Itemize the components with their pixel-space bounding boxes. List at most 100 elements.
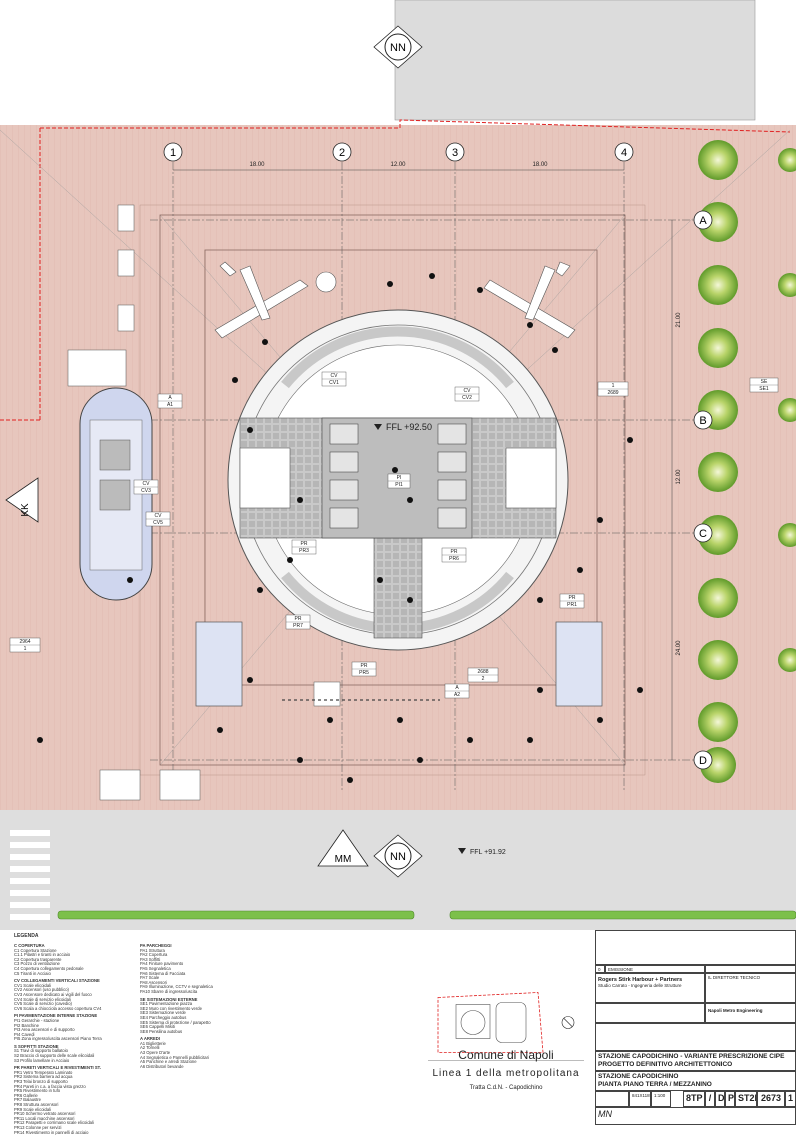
pavilion-right xyxy=(555,621,603,707)
svg-text:2: 2 xyxy=(339,147,345,159)
grid-col-3: 3 xyxy=(445,142,465,162)
svg-text:4: 4 xyxy=(621,147,627,159)
legend-group-head: S SOFFITTI STAZIONE xyxy=(14,1043,59,1049)
svg-text:1: 1 xyxy=(170,147,176,159)
revision-grid xyxy=(595,930,796,965)
drawing-title-1: STAZIONE CAPODICHINO xyxy=(598,1073,679,1080)
code-3: D xyxy=(715,1091,725,1107)
svg-text:CV: CV xyxy=(331,373,339,379)
grid-row-b: B xyxy=(693,410,713,430)
grid-col-1: 1 xyxy=(163,142,183,162)
legend-item: PA4 Finiture pavimento xyxy=(140,961,184,967)
svg-text:PR: PR xyxy=(301,541,308,547)
legend-item: SE2 Muro con rivestimento verde xyxy=(140,1005,202,1011)
svg-text:24.00: 24.00 xyxy=(676,640,682,656)
title-block: 0 EMISSIONE Rogers Stirk Harbour + Partn… xyxy=(595,930,796,1125)
svg-text:FFL +91.92: FFL +91.92 xyxy=(470,849,506,856)
legend-item: PR11 Locali macchine ascensori xyxy=(14,1115,75,1121)
grid-col-4: 4 xyxy=(614,142,634,162)
north-arrow-top: NN xyxy=(373,25,423,69)
svg-text:SE: SE xyxy=(761,379,768,385)
svg-text:PI: PI xyxy=(397,475,402,481)
legend-item: PA3 Soffitti xyxy=(140,956,161,962)
legend-item: PR6 Gallerie xyxy=(14,1092,38,1098)
svg-text:1: 1 xyxy=(24,646,27,652)
sheet-size: 841X1189mm xyxy=(629,1091,651,1107)
legend-item: PA9 Illuminazione, CCTV e segnaletica xyxy=(140,984,213,990)
legend-item: A4 Segnaletica e Pannelli pubblicitari xyxy=(140,1054,209,1060)
hedge-left xyxy=(57,910,415,920)
legend-item: CV6 Scala a chiocciola accesso copertura… xyxy=(14,1005,102,1011)
code-1: 8TP xyxy=(683,1091,705,1107)
svg-text:CV: CV xyxy=(143,481,151,487)
service-blocks xyxy=(67,204,341,801)
director-block: IL DIRETTORE TECNICO xyxy=(705,973,796,1003)
svg-text:NN: NN xyxy=(390,851,406,863)
legend-item: A3 Opere D'arte xyxy=(140,1050,171,1056)
legend-item: PR10 Schermo vetrato ascensori xyxy=(14,1111,76,1117)
legend-item: SE5 Sistema di protezione / parapetto xyxy=(140,1019,211,1025)
legend-item: PA10 Sbarre di ingresso/uscita xyxy=(140,988,198,994)
legend-group-head: C COPERTURA xyxy=(14,943,45,948)
code-7: 1 xyxy=(785,1091,796,1107)
legend-item: S3 Profilo lamellare in Acciaio xyxy=(14,1057,70,1063)
legend-item: C4 Copertura collegamento pedonale xyxy=(14,965,84,971)
city-name: Comune di Napoli xyxy=(458,1048,554,1062)
svg-text:PI1: PI1 xyxy=(395,482,403,488)
legend-group-head: CV COLLEGAMENTI VERTICALI STAZIONE xyxy=(14,978,100,984)
legend-item: CV2 Ascensori (uso pubblico) xyxy=(14,987,69,993)
aircraft-sculpture-right xyxy=(483,261,576,339)
code-2: / xyxy=(705,1091,715,1107)
approval-block xyxy=(595,1023,796,1051)
svg-text:KK: KK xyxy=(20,503,31,517)
legend-item: A2 Tornelli xyxy=(140,1045,160,1051)
dims-right: 21.00 12.00 24.00 xyxy=(671,220,682,760)
legend-item: C2 Copertura trasparente xyxy=(14,956,62,962)
legend-item: PI3 Area ascensori e di supporto xyxy=(14,1027,75,1033)
grid-col-2: 2 xyxy=(332,142,352,162)
svg-text:D: D xyxy=(699,755,707,767)
legend-item: S1 Travi di supporto ballatoio xyxy=(14,1048,69,1054)
legend-item: PR1 Vetro Temperato Laminato xyxy=(14,1069,73,1075)
svg-text:PR: PR xyxy=(361,663,368,669)
legend-item: PA1 Struttura xyxy=(140,947,165,953)
fountain xyxy=(315,271,337,293)
rev-columns xyxy=(705,965,796,973)
svg-text:PR5: PR5 xyxy=(359,670,369,676)
svg-text:2689: 2689 xyxy=(607,390,618,396)
pavilion-left xyxy=(195,621,243,707)
legend-item: PI4 Cavedi xyxy=(14,1031,35,1037)
svg-text:A: A xyxy=(455,685,459,691)
legend-item: S2 Braccio di supporto delle scale elico… xyxy=(14,1053,95,1059)
legend-group-head: A ARREDI xyxy=(140,1036,160,1042)
metro-line: Linea 1 della metropolitana xyxy=(432,1068,580,1079)
legend-item: PR9 Scale elicoidali xyxy=(14,1106,52,1112)
svg-text:A: A xyxy=(699,215,707,227)
aircraft-sculpture-left xyxy=(214,261,309,339)
grid-row-d: D xyxy=(693,750,713,770)
svg-text:2964: 2964 xyxy=(19,639,30,645)
ellipse-building xyxy=(79,387,153,601)
svg-text:18.00: 18.00 xyxy=(249,162,265,168)
code-5: ST2E xyxy=(735,1091,757,1107)
consultant-name: Rogers Stirk Harbour + Partners xyxy=(598,977,683,983)
section-marker-mm: MM xyxy=(317,829,369,867)
legend-group-head: PA PARCHEGGI xyxy=(140,943,172,948)
mm-company-block: Napoli Metro Engineering xyxy=(705,1003,796,1023)
logo-cell xyxy=(595,1091,629,1107)
